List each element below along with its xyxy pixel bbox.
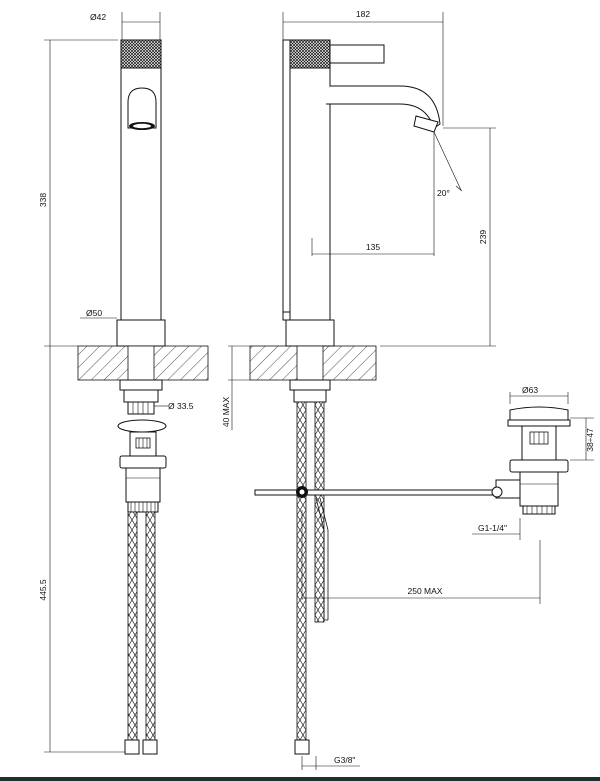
dim-h38-47: 38÷47 bbox=[585, 428, 595, 452]
dim-g1-1-4: G1-1/4" bbox=[478, 523, 507, 533]
front-view: Ø42 338 Ø50 Ø 33.5 bbox=[38, 12, 209, 755]
dim-l135: 135 bbox=[366, 242, 380, 252]
dim-max40: 40 MAX bbox=[221, 397, 231, 428]
dim-d50: Ø50 bbox=[86, 308, 102, 318]
waste-detail: Ø63 38÷47 G1-1/4" bbox=[301, 385, 595, 604]
dim-h239: 239 bbox=[478, 230, 488, 244]
footer-rule bbox=[0, 777, 600, 781]
dim-d42: Ø42 bbox=[90, 12, 106, 22]
dim-d33-5: Ø 33.5 bbox=[168, 401, 194, 411]
dim-h338: 338 bbox=[38, 193, 48, 207]
dim-d63: Ø63 bbox=[522, 385, 538, 395]
dim-max250: 250 MAX bbox=[408, 586, 443, 596]
dim-h445-5: 445.5 bbox=[38, 579, 48, 601]
knurled-handle-side bbox=[289, 39, 331, 69]
side-view: 182 20° 135 239 4 bbox=[221, 9, 501, 770]
knurled-handle bbox=[120, 39, 162, 69]
dim-w182: 182 bbox=[356, 9, 370, 19]
dim-a20: 20° bbox=[437, 188, 450, 198]
dim-g3-8: G3/8" bbox=[334, 755, 355, 765]
